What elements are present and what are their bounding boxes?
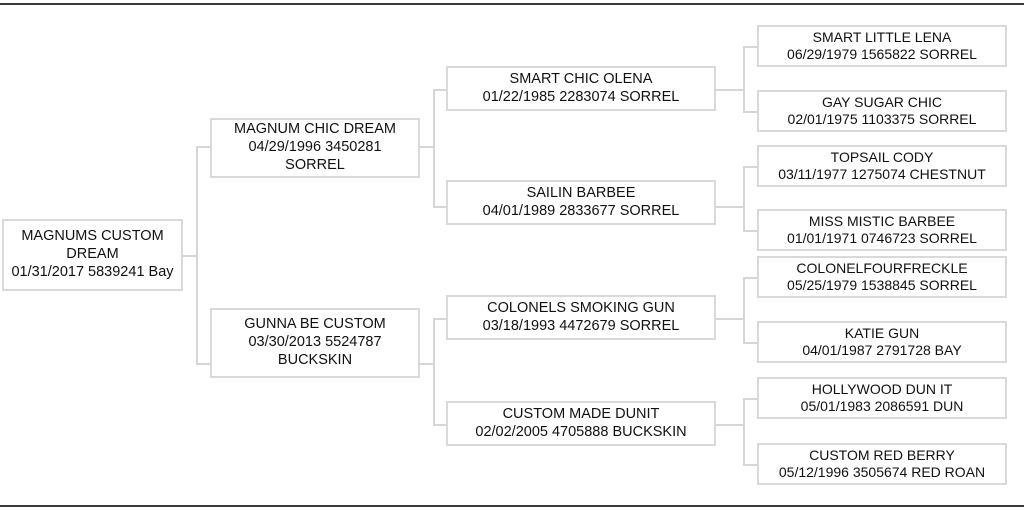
connector-to-gen2-2 [433, 318, 446, 320]
connector-gen1-1-stem [420, 363, 435, 365]
connector-to-gen1-0 [196, 146, 210, 148]
connector-subject-bracket [196, 146, 198, 365]
connector-to-gen2-0 [433, 89, 446, 91]
node-details: 04/29/1996 3450281 SORREL [248, 139, 382, 173]
connector-gen2-2-bracket [743, 277, 745, 343]
pedigree-node-gen3-0[interactable]: SMART LITTLE LENA 06/29/1979 1565822 SOR… [757, 25, 1007, 67]
connector-gen1-1-bracket [433, 318, 435, 425]
node-name: MAGNUM CHIC DREAM [234, 121, 396, 138]
connector-gen2-2-stem [715, 318, 744, 320]
pedigree-node-gen3-4[interactable]: COLONELFOURFRECKLE 05/25/1979 1538845 SO… [757, 256, 1007, 298]
node-name: TOPSAIL CODY [830, 148, 934, 165]
pedigree-node-gen3-5[interactable]: KATIE GUN 04/01/1987 2791728 BAY [757, 321, 1007, 363]
node-name: SMART CHIC OLENA [509, 70, 653, 87]
node-name: CUSTOM MADE DUNIT [502, 405, 660, 422]
pedigree-node-sire[interactable]: MAGNUM CHIC DREAM 04/29/1996 3450281 SOR… [210, 118, 420, 178]
node-details: 01/22/1985 2283074 SORREL [482, 88, 680, 105]
node-details: 06/29/1979 1565822 SORREL [787, 46, 977, 62]
node-details: 01/01/1971 0746723 SORREL [787, 230, 977, 246]
pedigree-node-gen2-1[interactable]: SAILIN BARBEE 04/01/1989 2833677 SORREL [446, 180, 716, 225]
connector-gen1-0-bracket [433, 89, 435, 208]
connector-to-gen3-4 [743, 277, 757, 279]
node-details: 03/30/2013 5524787 BUCKSKIN [248, 334, 382, 368]
bottom-divider-rule [0, 505, 1024, 507]
node-name: COLONELFOURFRECKLE [796, 259, 968, 276]
node-details: 05/25/1979 1538845 SORREL [787, 277, 977, 293]
connector-to-gen3-5 [743, 342, 757, 344]
connector-gen2-3-bracket [743, 398, 745, 465]
connector-to-gen2-1 [433, 206, 446, 208]
connector-to-gen3-6 [743, 398, 757, 400]
connector-to-gen3-7 [743, 464, 757, 466]
node-name: GUNNA BE CUSTOM [244, 316, 386, 333]
node-name: HOLLYWOOD DUN IT [811, 380, 953, 397]
top-divider-rule [0, 3, 1024, 5]
node-details: 03/11/1977 1275074 CHESTNUT [778, 166, 986, 182]
node-details: 02/02/2005 4705888 BUCKSKIN [475, 423, 687, 440]
connector-to-gen3-2 [743, 166, 757, 168]
pedigree-node-gen2-2[interactable]: COLONELS SMOKING GUN 03/18/1993 4472679 … [446, 295, 716, 340]
pedigree-node-subject[interactable]: MAGNUMS CUSTOM DREAM 01/31/2017 5839241 … [2, 219, 183, 291]
pedigree-node-gen3-7[interactable]: CUSTOM RED BERRY 05/12/1996 3505674 RED … [757, 443, 1007, 485]
node-details: 04/01/1989 2833677 SORREL [482, 202, 680, 219]
connector-gen2-0-stem2 [728, 89, 744, 91]
node-details: 02/01/1975 1103375 SORREL [787, 111, 977, 127]
pedigree-node-gen3-2[interactable]: TOPSAIL CODY 03/11/1977 1275074 CHESTNUT [757, 145, 1007, 187]
pedigree-node-gen3-3[interactable]: MISS MISTIC BARBEE 01/01/1971 0746723 SO… [757, 209, 1007, 251]
node-details: 05/12/1996 3505674 RED ROAN [778, 464, 986, 480]
connector-to-gen3-0 [743, 46, 757, 48]
connector-to-gen3-3 [743, 230, 757, 232]
pedigree-node-gen2-0[interactable]: SMART CHIC OLENA 01/22/1985 2283074 SORR… [446, 66, 716, 111]
node-details: 03/18/1993 4472679 SORREL [482, 317, 680, 334]
pedigree-node-gen3-6[interactable]: HOLLYWOOD DUN IT 05/01/1983 2086591 DUN [757, 377, 1007, 419]
pedigree-chart: MAGNUMS CUSTOM DREAM 01/31/2017 5839241 … [0, 10, 1024, 500]
node-name: SAILIN BARBEE [526, 184, 636, 201]
node-details: 01/31/2017 5839241 Bay [11, 263, 174, 280]
connector-gen1-0-stem [420, 146, 435, 148]
node-name: SMART LITTLE LENA [812, 28, 952, 45]
node-name: CUSTOM RED BERRY [809, 446, 955, 463]
connector-to-gen2-3 [433, 424, 446, 426]
connector-gen2-0-bracket [743, 46, 745, 112]
connector-to-gen3-1 [743, 111, 757, 113]
connector-gen2-3-stem [715, 424, 744, 426]
connector-to-gen1-1 [196, 363, 210, 365]
pedigree-node-gen3-1[interactable]: GAY SUGAR CHIC 02/01/1975 1103375 SORREL [757, 90, 1007, 132]
node-name: MAGNUMS CUSTOM DREAM [21, 228, 164, 263]
pedigree-node-dam[interactable]: GUNNA BE CUSTOM 03/30/2013 5524787 BUCKS… [210, 308, 420, 378]
connector-gen2-0-stem [715, 89, 730, 91]
connector-gen2-1-stem [715, 206, 744, 208]
node-name: COLONELS SMOKING GUN [487, 299, 675, 316]
node-name: GAY SUGAR CHIC [821, 93, 943, 110]
node-name: MISS MISTIC BARBEE [808, 212, 956, 229]
node-details: 04/01/1987 2791728 BAY [802, 342, 962, 358]
pedigree-node-gen2-3[interactable]: CUSTOM MADE DUNIT 02/02/2005 4705888 BUC… [446, 401, 716, 446]
connector-subject-stem [183, 255, 198, 257]
node-details: 05/01/1983 2086591 DUN [800, 398, 964, 414]
connector-gen2-1-bracket [743, 166, 745, 231]
node-name: KATIE GUN [844, 324, 920, 341]
